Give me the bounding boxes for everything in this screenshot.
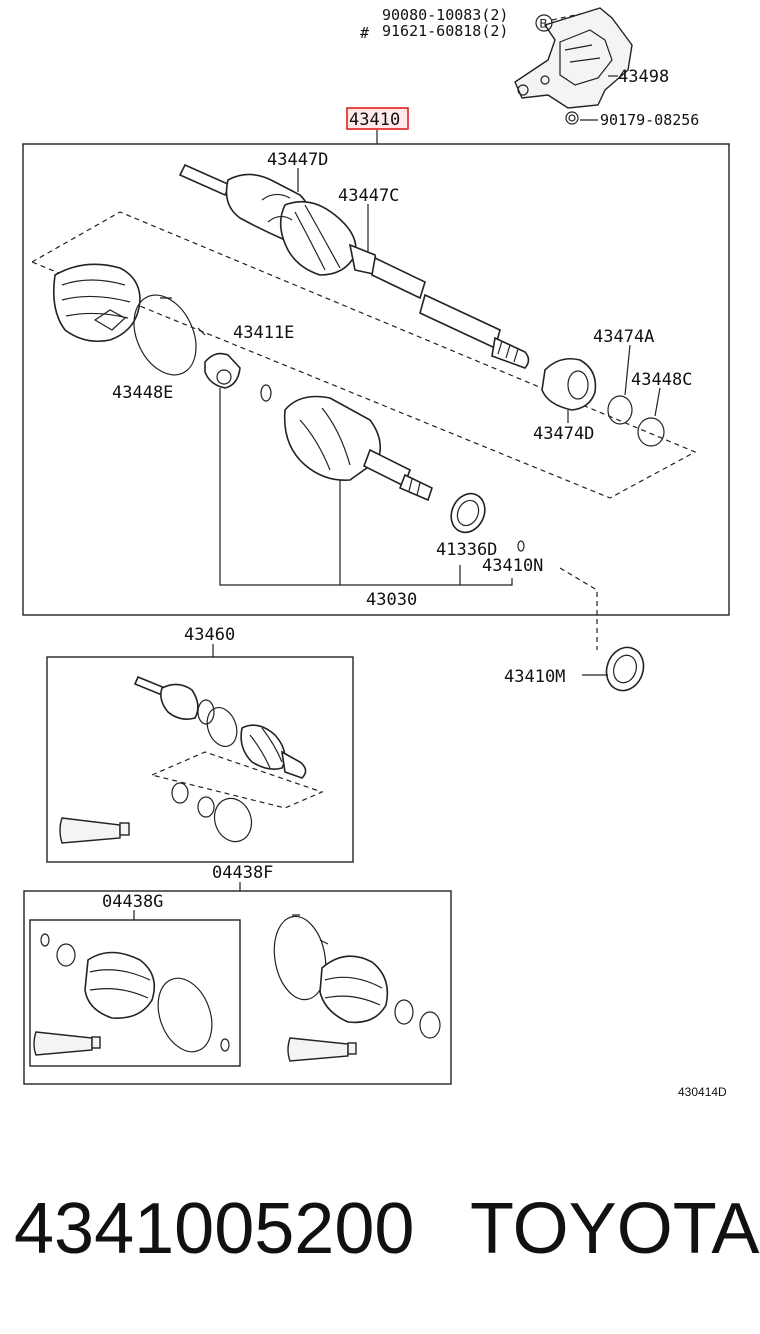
label-43474a: 43474A — [593, 327, 654, 347]
kit-04438g-parts — [33, 933, 230, 1056]
label-41336d: 41336D — [436, 540, 497, 560]
grease-tube-04438f — [287, 1037, 349, 1062]
kit-43460-box — [46, 656, 354, 863]
label-bracket: 43498 — [618, 67, 669, 87]
parts-diagram: B 90080-10083(2) # 91621-60818(2) 43498 … — [22, 6, 730, 1099]
drive-shaft — [178, 163, 530, 369]
label-04438g: 04438G — [102, 892, 163, 912]
label-43411e: 43411E — [233, 323, 294, 343]
label-43448c: 43448C — [631, 370, 692, 390]
brand-name: TOYOTA — [470, 1189, 760, 1269]
label-main-part[interactable]: 43410 — [349, 110, 400, 130]
ring-43448c — [637, 417, 665, 447]
label-top-bolt-1: 90080-10083(2) — [382, 6, 508, 24]
grease-tube-43460 — [59, 817, 121, 844]
boot-left — [52, 263, 141, 343]
kit-04438f-box — [23, 890, 452, 1085]
figure-code: 430414D — [678, 1085, 727, 1099]
kit-outline — [30, 211, 697, 499]
main-part-highlight[interactable] — [346, 107, 409, 130]
label-hash: # — [360, 24, 369, 42]
label-43410m: 43410M — [504, 667, 565, 687]
label-43460: 43460 — [184, 625, 235, 645]
label-nut: 90179-08256 — [600, 111, 699, 129]
bearing-43474d — [541, 357, 597, 411]
bracket-43498 — [514, 7, 633, 125]
grease-tube-04438g — [33, 1031, 93, 1056]
seal-41336d — [450, 492, 486, 534]
label-43448e: 43448E — [112, 383, 173, 403]
dust-seal-43410m — [605, 646, 645, 692]
circle-b-label: B — [540, 17, 548, 31]
label-43410n: 43410N — [482, 556, 543, 576]
label-43447c: 43447C — [338, 186, 399, 206]
circle-b-marker — [535, 14, 553, 32]
label-43030: 43030 — [366, 590, 417, 610]
label-43447d: 43447D — [267, 150, 328, 170]
kit-43460-shaft — [133, 675, 307, 779]
ring-43474a — [607, 395, 633, 425]
label-04438f: 04438F — [212, 863, 273, 883]
label-top-bolt-2: 91621-60818(2) — [382, 22, 508, 40]
kit-04438g-box — [29, 919, 241, 1067]
label-43474d: 43474D — [533, 424, 594, 444]
kit-04438f-parts — [273, 914, 441, 1062]
part-number: 4341005200 — [14, 1189, 415, 1269]
outer-joint — [283, 395, 433, 502]
main-assembly-box — [22, 143, 730, 616]
snap-ring-43411e — [260, 384, 272, 402]
tripod-joint — [204, 352, 241, 389]
clamp-43448e — [133, 294, 197, 376]
